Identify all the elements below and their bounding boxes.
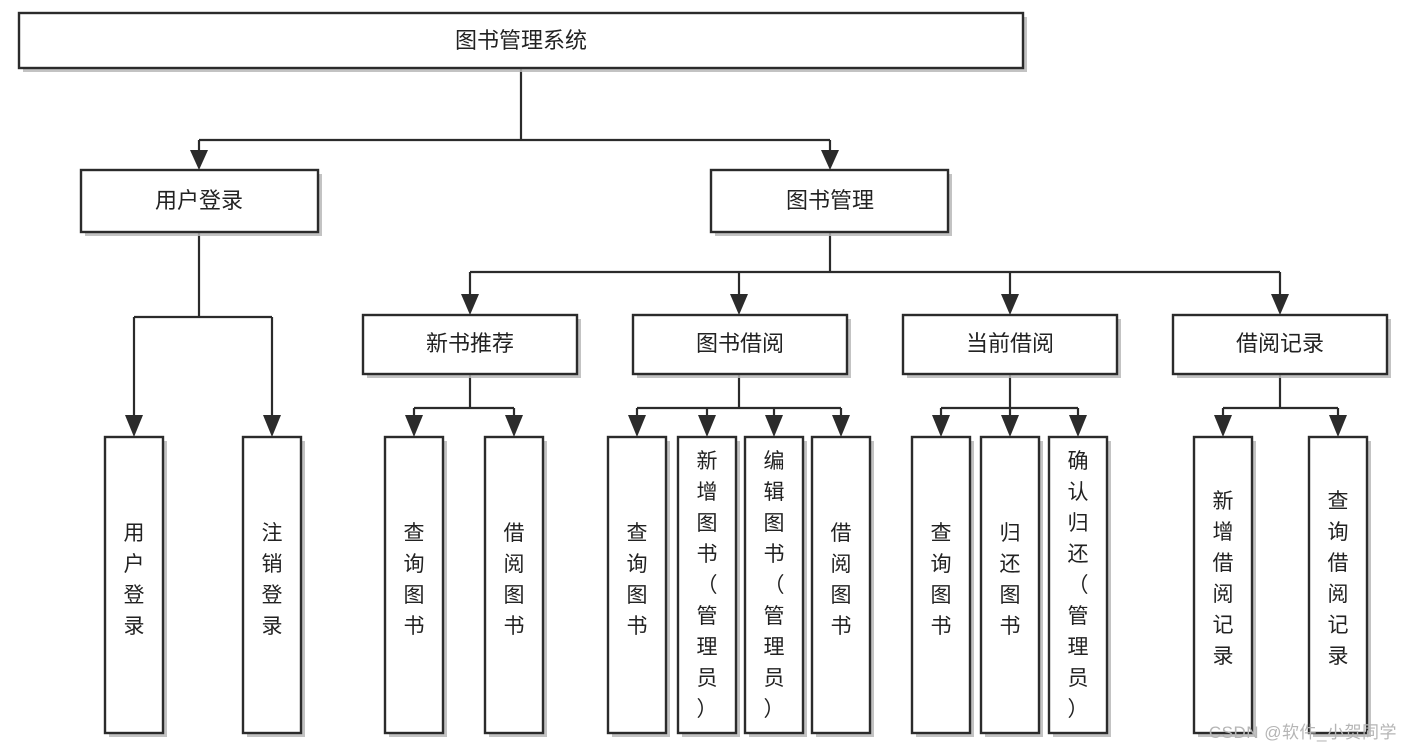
arrow-head-leaf-7 [765,415,783,437]
leaf-label: 用户登录 [124,522,145,638]
arrow-head-leaf-9 [932,415,950,437]
leaf-node[interactable]: 归还图书 [979,435,1043,737]
leaf-box [979,435,1041,735]
user-login-box [79,168,320,234]
arrow-head-leaf-5 [628,415,646,437]
arrow-head-leaf-12 [1214,415,1232,437]
leaf-box [483,435,545,735]
arrow-head-leaf-13 [1329,415,1347,437]
leaf-node[interactable]: 查询借阅记录 [1307,435,1371,737]
arrow-head-new-book-rec [461,294,479,315]
arrow-head-leaf-2 [263,415,281,437]
arrow-head-book-borrow [730,294,748,315]
leaf-label: 注销登录 [262,522,283,638]
leaf-label: 查询图书 [404,522,425,638]
current-borrow-label: 当前借阅 [966,331,1054,356]
new-book-recommend-box [361,313,579,376]
leaf-node[interactable]: 新增借阅记录 [1192,435,1256,737]
leaf-box [1192,435,1254,735]
leaf-label: 查询借阅记录 [1328,490,1349,668]
root-label: 图书管理系统 [455,28,587,53]
current-borrow-box [901,313,1119,376]
node-new-book-recommend[interactable]: 新书推荐 [361,313,581,378]
leaf-box [1047,435,1109,735]
leaf-box [743,435,805,735]
leaf-node[interactable]: 用户登录 [103,435,167,737]
leaf-box [810,435,872,735]
leaf-node[interactable]: 查询图书 [910,435,974,737]
node-current-borrow[interactable]: 当前借阅 [901,313,1121,378]
leaf-label: 编辑图书（管理员） [764,450,785,721]
leaf-box [241,435,303,735]
leaf-label: 归还图书 [1000,522,1021,638]
leaf-node[interactable]: 新增图书（管理员） [676,435,740,737]
leaf-node[interactable]: 确认归还（管理员） [1047,435,1111,737]
root-box [17,11,1025,70]
arrow-head-user-login [190,150,208,170]
user-login-label: 用户登录 [155,188,243,213]
leaf-nodes-layer: 用户登录 注销登录 查询图书 借阅图书 查询图书 [103,435,1371,737]
leaf-label: 确认归还（管理员） [1068,450,1089,721]
arrow-head-leaf-11 [1069,415,1087,437]
node-book-borrow[interactable]: 图书借阅 [631,313,851,378]
leaf-box [1307,435,1369,735]
leaf-box [910,435,972,735]
leaf-label: 新增借阅记录 [1213,490,1234,668]
arrow-head-leaf-4 [505,415,523,437]
leaf-box [383,435,445,735]
leaf-label: 借阅图书 [504,522,525,638]
arrow-head-leaf-8 [832,415,850,437]
arrow-head-book-mgmt [821,150,839,170]
node-borrow-record[interactable]: 借阅记录 [1171,313,1391,378]
leaf-node[interactable]: 借阅图书 [483,435,547,737]
leaf-node[interactable]: 借阅图书 [810,435,874,737]
borrow-record-label: 借阅记录 [1236,331,1324,356]
leaf-label: 新增图书（管理员） [697,450,718,721]
leaf-label: 查询图书 [931,522,952,638]
book-management-label: 图书管理 [786,188,874,213]
arrow-head-leaf-3 [405,415,423,437]
node-root[interactable]: 图书管理系统 [17,11,1027,72]
arrow-head-leaf-6 [698,415,716,437]
leaf-node[interactable]: 注销登录 [241,435,305,737]
borrow-record-box [1171,313,1389,376]
connector-layer [125,68,1347,437]
book-borrow-box [631,313,849,376]
node-user-login[interactable]: 用户登录 [79,168,322,236]
leaf-label: 借阅图书 [831,522,852,638]
new-book-recommend-label: 新书推荐 [426,331,514,356]
arrow-head-borrow-record [1271,294,1289,315]
book-borrow-label: 图书借阅 [696,331,784,356]
leaf-node[interactable]: 查询图书 [606,435,670,737]
node-book-management[interactable]: 图书管理 [709,168,952,236]
leaf-box [676,435,738,735]
arrow-head-current-borrow [1001,294,1019,315]
leaf-node[interactable]: 查询图书 [383,435,447,737]
arrow-head-leaf-1 [125,415,143,437]
arrow-head-leaf-10 [1001,415,1019,437]
leaf-label: 查询图书 [627,522,648,638]
leaf-box [103,435,165,735]
book-management-box [709,168,950,234]
leaf-node[interactable]: 编辑图书（管理员） [743,435,807,737]
leaf-box [606,435,668,735]
